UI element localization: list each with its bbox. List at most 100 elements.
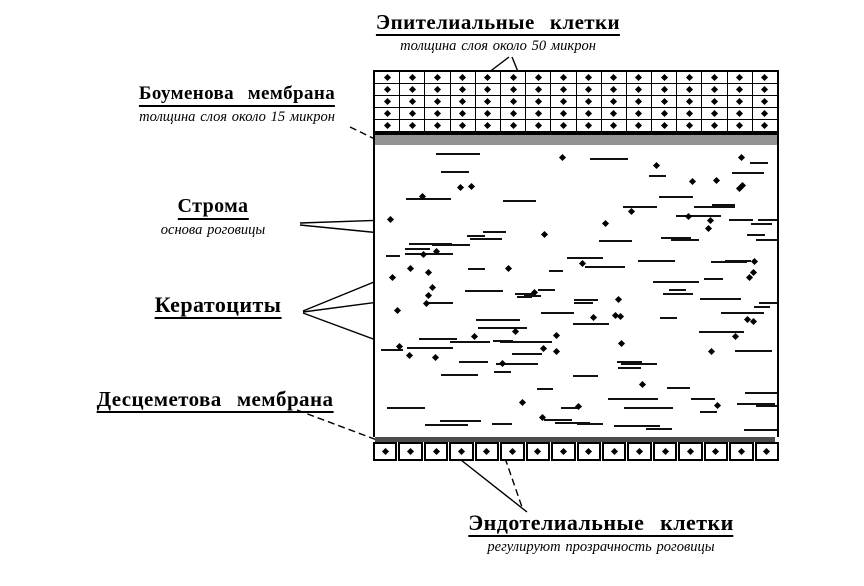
endothelial-cell [627, 442, 652, 461]
epithelial-cell [375, 72, 400, 83]
cell-nucleus-dot [660, 121, 668, 130]
endothelial-cell [551, 442, 576, 461]
epithelial-cell [375, 96, 400, 107]
cell-nucleus-dot [459, 97, 467, 106]
collagen-fiber-dash [424, 423, 468, 426]
collagen-fiber-dash [468, 268, 485, 271]
keratocyte-dot [468, 183, 476, 191]
collagen-fiber-dash [466, 234, 486, 237]
cell-nucleus-dot [534, 109, 542, 118]
label-keratocytes: Кератоциты [154, 293, 282, 320]
epithelial-cell [752, 84, 777, 95]
epithelial-cell [601, 72, 626, 83]
epithelial-cell [702, 72, 727, 83]
keratocyte-dot [429, 283, 437, 291]
stroma-title: Строма [177, 196, 249, 220]
collagen-fiber-dash [543, 419, 572, 422]
epithelial-cell [752, 120, 777, 131]
keratocyte-dot [540, 344, 548, 352]
collagen-fiber-dash [669, 288, 687, 291]
cell-nucleus-dot [710, 73, 719, 82]
collagen-fiber-dash [648, 175, 667, 177]
collagen-fiber-dash [492, 422, 513, 425]
collagen-fiber-dash [537, 387, 554, 390]
epithelial-cell [652, 96, 677, 107]
collagen-fiber-dash [590, 157, 629, 160]
cell-nucleus-dot [736, 73, 744, 82]
collagen-fiber-dash [660, 316, 677, 319]
cell-nucleus-dot [559, 447, 567, 456]
collagen-fiber-dash [623, 407, 674, 410]
endothelial-cell [576, 442, 601, 461]
collagen-fiber-dash [614, 425, 661, 428]
collagen-fiber-dash [537, 289, 555, 291]
keratocyte-dot [653, 161, 661, 170]
collagen-fiber-dash [691, 397, 715, 400]
cell-nucleus-dot [381, 447, 389, 456]
collagen-fiber-dash [494, 371, 511, 374]
epithelial-cell [500, 96, 526, 107]
epithelial-cell [475, 108, 500, 119]
epithelial-cell [626, 96, 652, 107]
cell-nucleus-dot [685, 85, 693, 94]
epithelial-cell [375, 108, 400, 119]
cell-nucleus-dot [610, 73, 618, 82]
label-stroma: Строма основа роговицы [161, 196, 265, 239]
epithelial-cell [375, 84, 400, 95]
epithelial-cell [450, 72, 475, 83]
cell-nucleus-dot [685, 121, 693, 130]
cell-nucleus-dot [685, 73, 693, 82]
epithelial-cell [375, 120, 400, 131]
collagen-fiber-dash [620, 362, 657, 365]
collagen-fiber-dash [755, 238, 777, 241]
cell-nucleus-dot [610, 447, 618, 456]
keratocyte-dot [749, 318, 757, 326]
epithelial-cell [626, 72, 652, 83]
cell-nucleus-dot [660, 109, 668, 118]
collagen-fiber-dash [725, 260, 752, 263]
collagen-fiber-dash [548, 270, 564, 273]
collagen-fiber-dash [469, 238, 503, 241]
epithelial-cell [752, 72, 777, 83]
collagen-fiber-dash [671, 239, 700, 242]
collagen-fiber-dash [710, 261, 748, 264]
cell-nucleus-dot [660, 73, 668, 82]
cell-nucleus-dot [432, 447, 440, 456]
epithelial-cell [727, 108, 752, 119]
collagen-fiber-dash [435, 153, 481, 156]
keratocytes-title: Кератоциты [154, 293, 282, 320]
collagen-fiber-dash [608, 397, 658, 400]
cell-nucleus-dot [408, 73, 416, 82]
cell-nucleus-dot [635, 109, 643, 118]
collagen-fiber-dash [622, 205, 657, 208]
keratocyte-dot [558, 153, 566, 161]
cell-nucleus-dot [509, 73, 517, 82]
keratocyte-dot [707, 347, 715, 355]
collagen-fiber-dash [734, 350, 773, 353]
keratocyte-dot [601, 219, 609, 227]
collagen-fiber-dash [744, 428, 777, 431]
cell-nucleus-dot [433, 97, 442, 106]
epithelial-cell [677, 84, 702, 95]
label-epithelium: Эпителиальные клетки толщина слоя около … [375, 11, 621, 55]
cell-nucleus-dot [383, 121, 391, 130]
epithelial-cell [450, 96, 475, 107]
epithelial-cell [400, 96, 425, 107]
epithelial-cell [576, 72, 601, 83]
keratocyte-dot [553, 332, 561, 340]
cell-nucleus-dot [610, 85, 618, 94]
epithelial-cell [500, 84, 526, 95]
collagen-fiber-dash [427, 302, 454, 305]
cell-nucleus-dot [585, 73, 593, 82]
collagen-fiber-dash [459, 361, 489, 364]
cell-nucleus-dot [408, 85, 416, 94]
cell-nucleus-dot [559, 73, 567, 82]
keratocyte-dot [751, 257, 759, 265]
keratocyte-dot [689, 177, 697, 186]
collagen-fiber-dash [749, 162, 768, 165]
cell-nucleus-dot [559, 121, 567, 130]
collagen-fiber-dash [645, 427, 672, 430]
keratocyte-dot [422, 299, 430, 308]
endothelial-cell [398, 442, 423, 461]
epithelial-cell [475, 120, 500, 131]
